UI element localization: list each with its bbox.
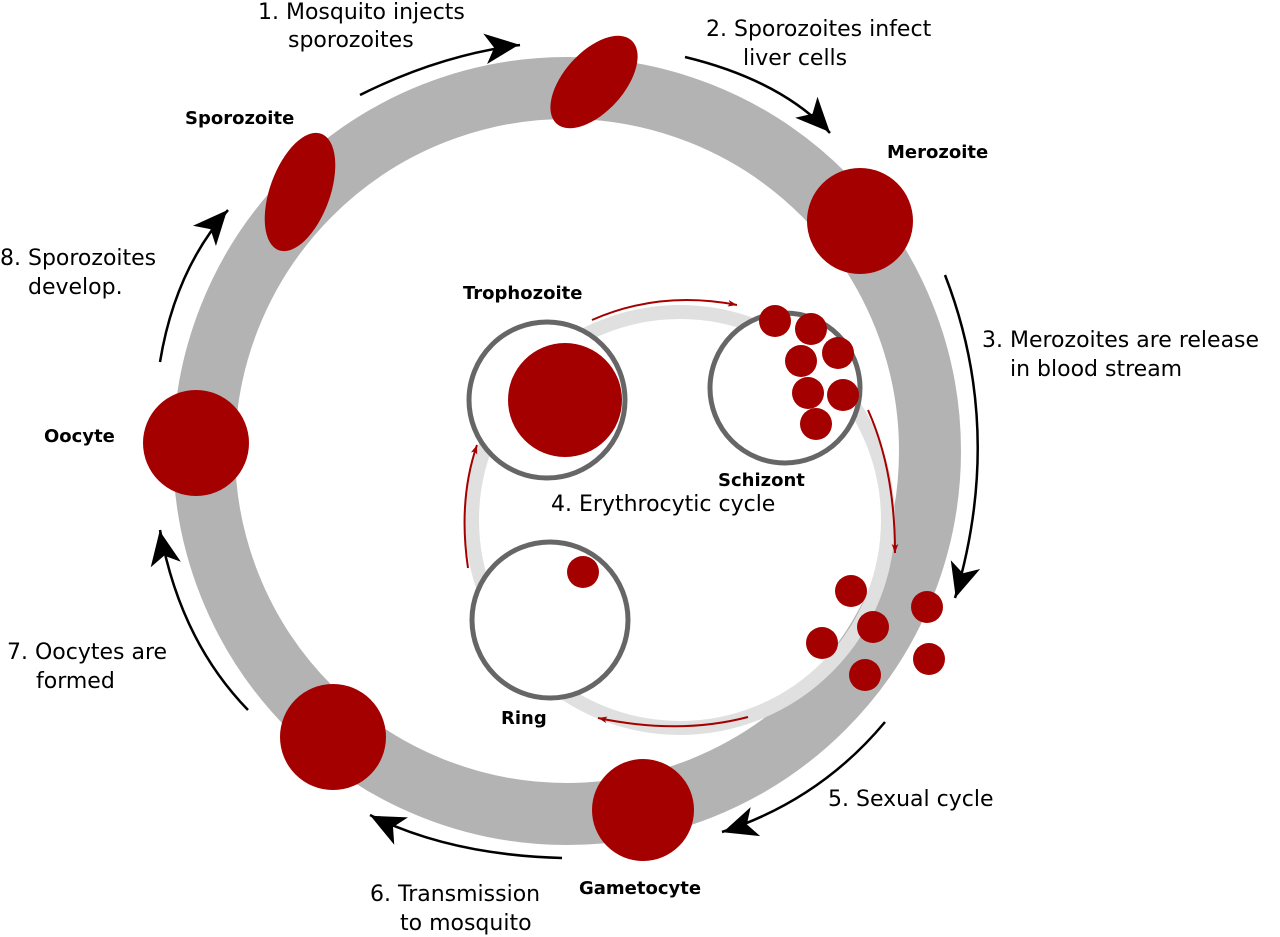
ring-cell (469, 539, 631, 701)
arrow-step-7 (150, 529, 249, 711)
arrow-step-3 (943, 274, 981, 599)
arrow-step-1 (359, 33, 521, 97)
label-ring: Ring (501, 708, 547, 729)
oocyte (143, 390, 249, 496)
label-gametocyte: Gametocyte (579, 878, 701, 899)
label-sporozoite: Sporozoite (185, 108, 294, 129)
erythrocytic-cycle-ring (465, 305, 895, 735)
schizont-cell (707, 305, 863, 466)
oocyte-forming (280, 684, 386, 790)
label-oocyte: Oocyte (44, 426, 115, 447)
arrow-schizont-to-merozoites (867, 409, 899, 554)
step-4-label: 4. Erythrocytic cycle (551, 492, 775, 517)
label-merozoite: Merozoite (887, 142, 988, 163)
arrow-step-8 (158, 209, 229, 363)
arrow-step-6 (369, 813, 563, 860)
label-trophozoite: Trophozoite (463, 283, 582, 304)
step-5-label: 5. Sexual cycle (828, 787, 994, 812)
arrow-step-5 (721, 721, 886, 837)
arrow-to-ring (597, 716, 749, 728)
label-schizont: Schizont (718, 470, 805, 491)
released-merozoites (806, 575, 945, 691)
merozoite (807, 168, 913, 274)
arrow-trophozoite-to-schizont (591, 299, 738, 321)
arrow-step-2 (684, 55, 831, 134)
arrow-ring-to-trophozoite (463, 444, 478, 569)
gametocyte (592, 759, 694, 861)
trophozoite-cell (466, 319, 628, 481)
sporozoite (264, 132, 336, 252)
injected-sporozoite (550, 35, 638, 129)
